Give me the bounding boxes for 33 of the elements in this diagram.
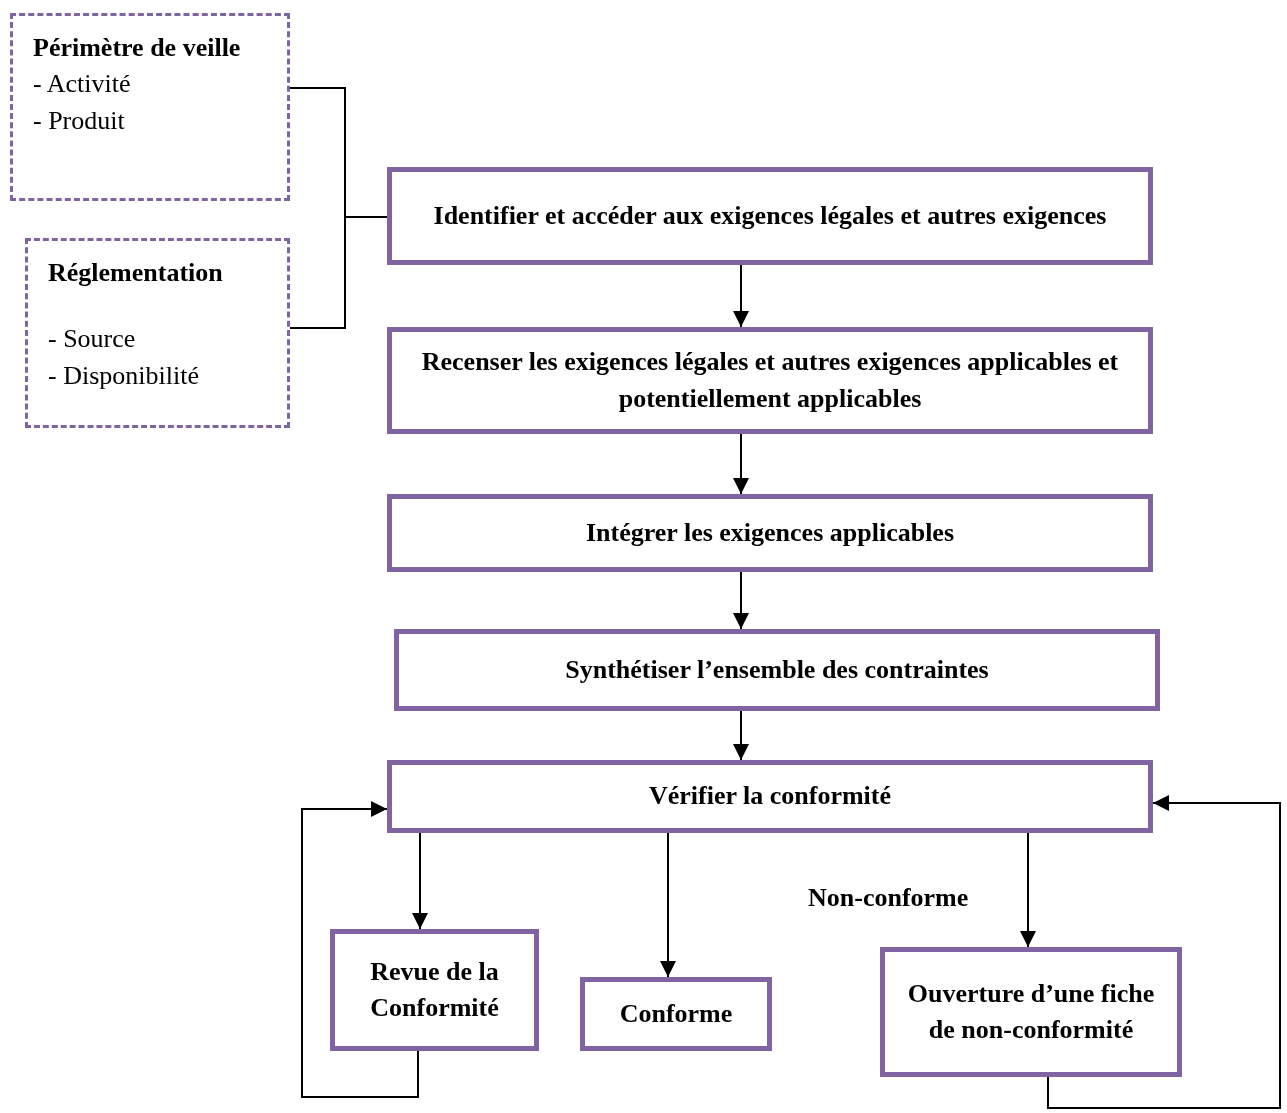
- box-title: Synthétiser l’ensemble des contraintes: [565, 653, 989, 686]
- arrow: [412, 832, 428, 930]
- process-box: [387, 327, 1153, 434]
- arrow: [301, 801, 419, 1098]
- list-item: - Disponibilité: [48, 359, 199, 392]
- box-title: Périmètre de veille: [33, 32, 241, 64]
- list-item: - Produit: [33, 104, 125, 137]
- box-title: Revue de la Conformité: [369, 955, 500, 1024]
- box-title: Réglementation: [48, 257, 223, 289]
- process-box: [880, 947, 1182, 1077]
- process-box: [387, 494, 1153, 572]
- arrow: [660, 832, 676, 978]
- process-box: [394, 629, 1160, 711]
- arrow: [733, 264, 749, 328]
- process-box: [580, 977, 772, 1051]
- arrow: [1020, 832, 1036, 948]
- box-title: Identifier et accéder aux exigences légales et autres exigences: [433, 199, 1107, 232]
- process-box: [330, 929, 539, 1051]
- process-box: [387, 760, 1153, 833]
- box-title: Conforme: [619, 997, 733, 1030]
- box-title: Ouverture d’une fiche de non-conformité: [906, 977, 1156, 1046]
- arrow: [733, 710, 749, 761]
- arrow: [733, 571, 749, 630]
- arrow: [733, 433, 749, 495]
- arrow: [1047, 795, 1281, 1109]
- list-item: - Source: [48, 323, 136, 356]
- list-item: - Activité: [33, 68, 131, 101]
- dashed-box: [10, 13, 290, 201]
- process-box: [387, 167, 1153, 265]
- box-title: Recenser les exigences légales et autres exigences applicables et potentiellement applicables: [420, 346, 1120, 415]
- box-title: Intégrer les exigences applicables: [585, 516, 955, 549]
- dashed-box: [25, 238, 290, 428]
- box-title: Vérifier la conformité: [648, 780, 892, 813]
